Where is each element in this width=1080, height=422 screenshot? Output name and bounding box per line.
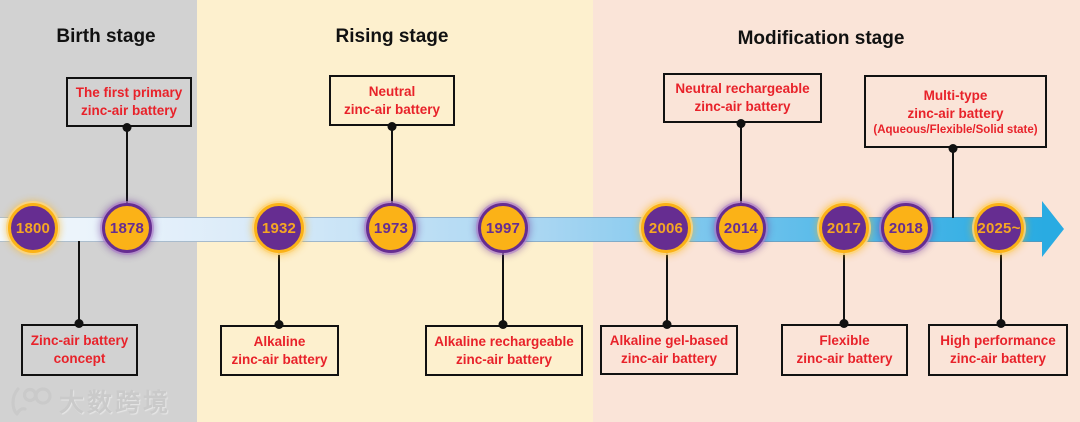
- connector-alkaline: [278, 250, 280, 325]
- label-text: Flexible zinc-air battery: [796, 333, 893, 366]
- timeline-node-2025: 2025~: [974, 203, 1024, 253]
- label-box-neutral-rechargeable: Neutral rechargeable zinc-air battery: [663, 73, 822, 123]
- connector-neutral-rechargeable: [740, 123, 742, 205]
- stage-title-rising: Rising stage: [335, 26, 449, 47]
- stage-title-modification: Modification stage: [737, 28, 905, 49]
- connector-flexible: [843, 250, 845, 324]
- label-text: Neutral rechargeable zinc-air battery: [675, 81, 810, 114]
- connector-multi-type: [952, 148, 954, 218]
- label-box-neutral: Neutral zinc-air battery: [329, 75, 455, 126]
- label-subtext: (Aqueous/Flexible/Solid state): [873, 124, 1038, 137]
- node-year-label: 2006: [648, 219, 684, 237]
- watermark-100-logo-icon: [11, 387, 52, 416]
- timeline-node-2017: 2017: [819, 203, 869, 253]
- label-box-alkaline-rechargeable: Alkaline rechargeable zinc-air battery: [425, 325, 583, 376]
- timeline-node-2014: 2014: [716, 203, 766, 253]
- connector-high-performance: [1000, 250, 1002, 324]
- timeline-node-2006: 2006: [641, 203, 691, 253]
- connector-concept: [78, 241, 80, 324]
- node-year-label: 1800: [15, 219, 51, 237]
- timeline-node-1800: 1800: [8, 203, 58, 253]
- label-box-flexible: Flexible zinc-air battery: [781, 324, 908, 376]
- timeline-node-2018: 2018: [881, 203, 931, 253]
- node-year-label: 2017: [826, 219, 862, 237]
- label-text: Alkaline gel-based zinc-air battery: [609, 333, 729, 366]
- label-box-multi-type: Multi-type zinc-air battery (Aqueous/Fle…: [864, 75, 1047, 148]
- node-year-label: 1997: [485, 219, 521, 237]
- label-text: Neutral zinc-air battery: [343, 83, 441, 117]
- label-box-concept: Zinc-air battery concept: [21, 324, 138, 376]
- node-year-label: 1932: [261, 219, 297, 237]
- node-year-label: 2018: [888, 219, 924, 237]
- label-text: High performance zinc-air battery: [940, 333, 1056, 366]
- label-text: Zinc-air battery concept: [30, 333, 129, 366]
- node-year-label: 1973: [373, 219, 409, 237]
- label-text: Multi-type zinc-air battery: [907, 87, 1004, 121]
- timeline-node-1932: 1932: [254, 203, 304, 253]
- connector-neutral: [391, 126, 393, 204]
- label-text: Alkaline rechargeable zinc-air battery: [434, 333, 574, 367]
- connector-alkaline-rechargeable: [502, 250, 504, 325]
- timeline-node-1997: 1997: [478, 203, 528, 253]
- timeline-node-1878: 1878: [102, 203, 152, 253]
- connector-first-primary: [126, 127, 128, 205]
- label-box-first-primary: The first primary zinc-air battery: [66, 77, 192, 127]
- timeline-node-1973: 1973: [366, 203, 416, 253]
- label-box-high-performance: High performance zinc-air battery: [928, 324, 1068, 376]
- watermark-text: 大数跨境: [59, 388, 172, 417]
- node-year-label: 2025~: [977, 219, 1021, 237]
- label-box-gel-based: Alkaline gel-based zinc-air battery: [600, 325, 738, 375]
- stage-title-birth: Birth stage: [56, 26, 156, 47]
- label-box-alkaline: Alkaline zinc-air battery: [220, 325, 339, 376]
- timeline-arrowhead-icon: [1042, 201, 1064, 257]
- watermark: 大数跨境: [8, 383, 171, 419]
- node-year-label: 1878: [109, 219, 145, 237]
- connector-gel-based: [666, 250, 668, 325]
- node-year-label: 2014: [723, 219, 759, 237]
- label-text: The first primary zinc-air battery: [75, 85, 183, 118]
- label-text: Alkaline zinc-air battery: [231, 333, 328, 367]
